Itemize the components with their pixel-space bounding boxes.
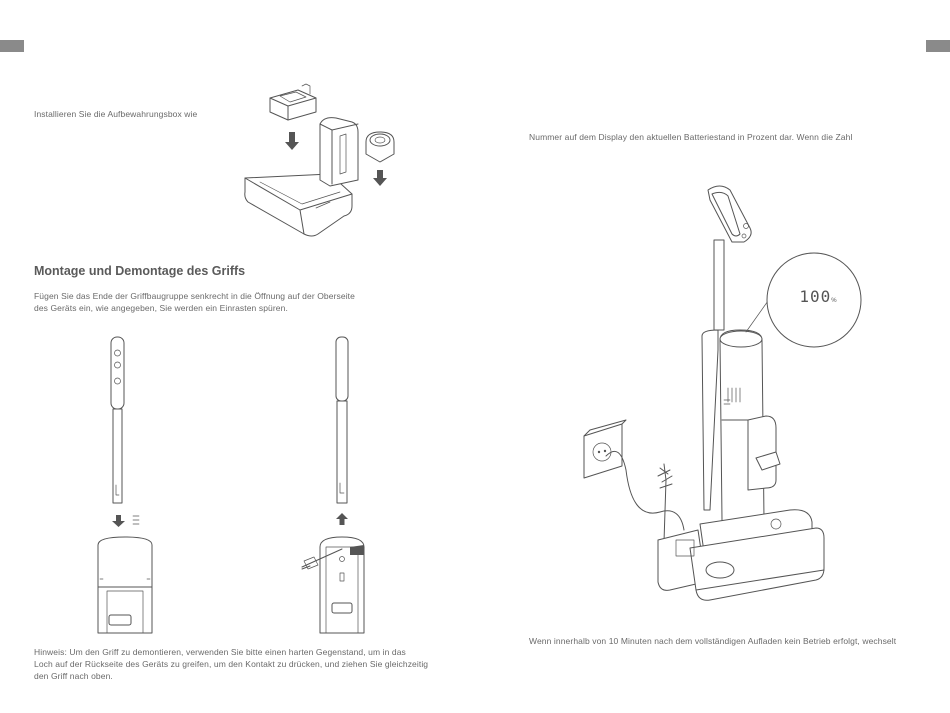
battery-display-value: 100 (799, 287, 832, 306)
vacuum-charging-illustration (583, 185, 825, 601)
page-tab-right (926, 40, 950, 52)
section-heading: Montage und Demontage des Griffs (34, 264, 246, 278)
intro-line-1: Fügen Sie das Ende der Griffbaugruppe se… (34, 291, 355, 301)
handle-assembly-illustration (97, 336, 153, 634)
page-tab-left (0, 40, 24, 52)
note-line-3: den Griff nach oben. (34, 671, 113, 681)
intro-line-2: des Geräts ein, wie angegeben, Sie werde… (34, 303, 288, 313)
arrow-up-icon (336, 513, 348, 525)
battery-text: Nummer auf dem Display den aktuellen Bat… (529, 132, 853, 142)
handle-removal-illustration (301, 336, 365, 634)
arrow-down-icon (112, 515, 125, 527)
battery-display: 100% (790, 287, 846, 311)
note-line-1: Hinweis: Um den Griff zu demontieren, ve… (34, 647, 406, 657)
bottom-text: Wenn innerhalb von 10 Minuten nach dem v… (529, 636, 897, 646)
storage-box-text: Installieren Sie die Aufbewahrungsbox wi… (34, 109, 198, 119)
arrow-down-icon (285, 132, 299, 150)
storage-box-illustration (244, 83, 395, 237)
note-line-2: Loch auf der Rückseite des Geräts zu gre… (34, 659, 429, 669)
battery-display-callout (766, 252, 862, 348)
battery-display-unit: % (831, 298, 837, 304)
